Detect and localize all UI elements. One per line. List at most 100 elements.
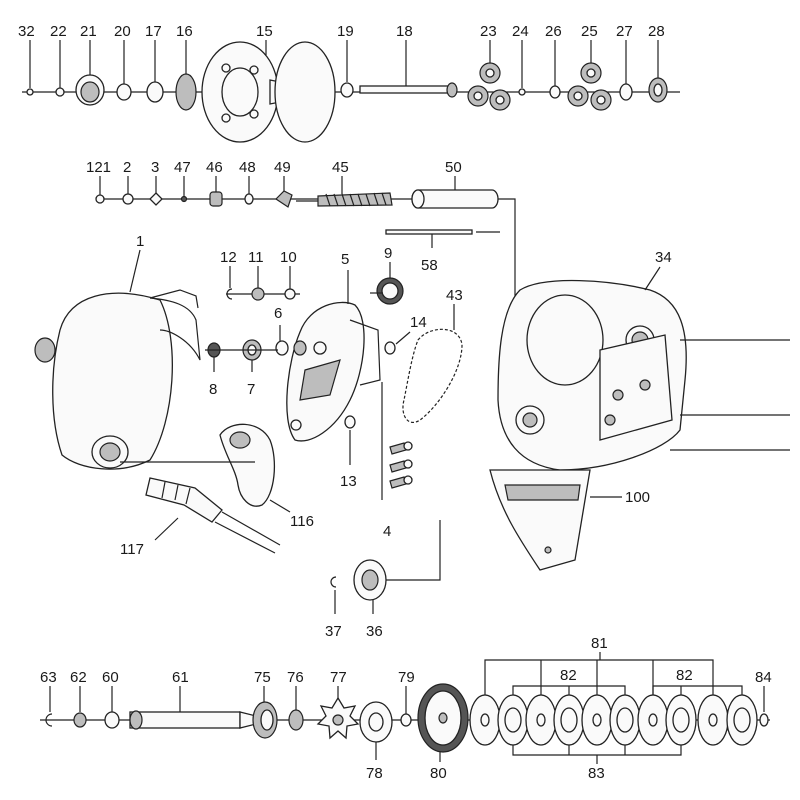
label-84: 84: [755, 669, 772, 686]
label-77: 77: [330, 669, 347, 686]
label-58: 58: [421, 257, 438, 274]
part-13: [344, 415, 356, 465]
label-2: 2: [123, 159, 131, 176]
part-24: [518, 88, 526, 96]
label-83: 83: [588, 765, 605, 782]
label-80: 80: [430, 765, 447, 782]
part-58-pin: [385, 229, 500, 248]
label-43: 43: [446, 287, 463, 304]
part-5-frame-plate: [286, 270, 381, 442]
part-50-tube: [411, 176, 521, 363]
part-60: [104, 711, 120, 729]
part-121: [95, 194, 105, 204]
part-100-cover-plate: [489, 469, 622, 571]
label-82-right: 82: [676, 667, 693, 684]
part-16: [175, 73, 197, 111]
label-15: 15: [256, 23, 273, 40]
part-4-screws: [381, 382, 413, 500]
label-50: 50: [445, 159, 462, 176]
label-9: 9: [384, 245, 392, 262]
label-20: 20: [114, 23, 131, 40]
part-6: [275, 325, 307, 356]
label-25: 25: [581, 23, 598, 40]
label-81: 81: [591, 635, 608, 652]
label-13: 13: [340, 473, 357, 490]
part-116-clip: [219, 423, 291, 513]
label-121: 121: [86, 159, 111, 176]
label-37: 37: [325, 623, 342, 640]
part-84: [759, 713, 769, 727]
label-61: 61: [172, 669, 189, 686]
part-20: [116, 83, 132, 101]
label-18: 18: [396, 23, 413, 40]
part-11: [251, 287, 265, 301]
label-11: 11: [248, 249, 264, 266]
label-27: 27: [616, 23, 633, 40]
part-48: [244, 193, 254, 205]
part-37: [330, 576, 337, 588]
part-22: [55, 87, 65, 97]
label-28: 28: [648, 23, 665, 40]
label-48: 48: [239, 159, 256, 176]
part-117-handle: [120, 461, 281, 554]
label-4: 4: [383, 523, 391, 540]
label-34: 34: [655, 249, 672, 266]
label-12: 12: [220, 249, 237, 266]
row-second-parts: [95, 176, 521, 363]
part-12-11-10: [226, 266, 300, 301]
label-100: 100: [625, 489, 650, 506]
part-9-gear: [370, 262, 404, 305]
label-46: 46: [206, 159, 223, 176]
part-3: [149, 192, 163, 206]
part-15-spool: [201, 40, 336, 143]
part-80-main-gear: [417, 683, 469, 762]
part-45-worm-shaft: [296, 176, 393, 207]
label-49: 49: [274, 159, 291, 176]
part-63: [45, 713, 53, 727]
label-6: 6: [274, 305, 282, 322]
label-62: 62: [70, 669, 87, 686]
label-60: 60: [102, 669, 119, 686]
part-2: [122, 193, 134, 205]
part-25-gear-cluster: [567, 40, 612, 111]
part-27: [619, 83, 633, 101]
part-10: [284, 288, 296, 300]
label-23: 23: [480, 23, 497, 40]
part-32: [26, 88, 34, 96]
label-117: 117: [120, 541, 144, 558]
label-26: 26: [545, 23, 562, 40]
row-bottom-parts: [40, 652, 770, 764]
label-10: 10: [280, 249, 297, 266]
label-47: 47: [174, 159, 191, 176]
part-19: [340, 82, 354, 98]
part-47: [180, 195, 188, 203]
part-8-7: [205, 339, 278, 372]
part-79: [400, 713, 412, 727]
label-1: 1: [136, 233, 144, 250]
part-61-shaft: [129, 686, 257, 730]
label-22: 22: [50, 23, 67, 40]
part-34-frame: [497, 266, 790, 471]
label-45: 45: [332, 159, 349, 176]
part-76: [288, 709, 304, 731]
part-1-side-cover: [34, 249, 201, 470]
label-21: 21: [80, 23, 97, 40]
label-8: 8: [209, 381, 217, 398]
label-63: 63: [40, 669, 57, 686]
part-23-gear-cluster: [467, 40, 511, 111]
part-43-chain: [402, 304, 463, 423]
label-19: 19: [337, 23, 354, 40]
label-82-left: 82: [560, 667, 577, 684]
label-79: 79: [398, 669, 415, 686]
part-26: [549, 85, 561, 99]
label-24: 24: [512, 23, 529, 40]
label-78: 78: [366, 765, 383, 782]
part-12: [226, 288, 233, 300]
label-116: 116: [290, 513, 314, 530]
label-14: 14: [410, 314, 427, 331]
label-75: 75: [254, 669, 271, 686]
label-36: 36: [366, 623, 383, 640]
label-3: 3: [151, 159, 159, 176]
part-14: [384, 331, 411, 355]
